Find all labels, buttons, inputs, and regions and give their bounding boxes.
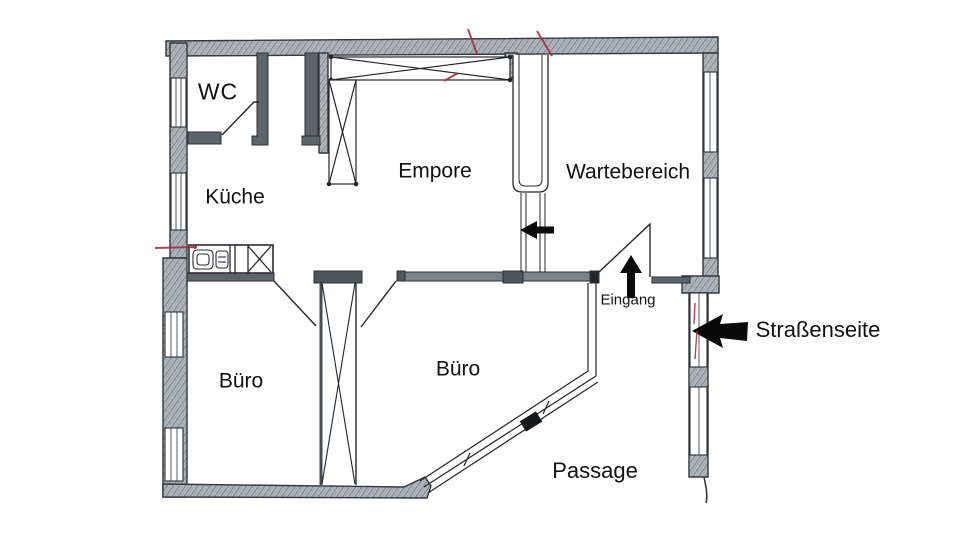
red-mark-kitchen: [154, 246, 197, 249]
empore-entry-arrow-icon: [520, 221, 554, 239]
wall-middle: [396, 271, 599, 282]
direction-arrows: [520, 221, 748, 348]
cross-box-vertical: [326, 79, 359, 187]
empore-cross-boxes: [326, 54, 513, 187]
red-dash-street-2: [694, 330, 698, 360]
wall-right-jog: [681, 275, 720, 294]
red-dash-street-1: [693, 302, 696, 325]
room-label-wc: WC: [197, 78, 239, 105]
inner-walls: [186, 52, 691, 284]
kitchen-counter: [188, 244, 274, 274]
hob-cross: [247, 245, 272, 273]
door-entrance: [598, 222, 651, 277]
office-divider-cross-column: [313, 270, 363, 485]
wall-middle-cap-right: [589, 270, 600, 284]
door-swings: [221, 101, 651, 328]
annotation-label-strassenseite: Straßenseite: [755, 317, 881, 342]
red-mark-kitchen-dot: [193, 245, 197, 249]
door-office-left: [273, 280, 317, 327]
red-tick-beam: [443, 72, 459, 82]
wall-bottom: [162, 476, 432, 499]
wall-wc-right: [251, 52, 269, 146]
mullion-tick-1: [542, 400, 550, 415]
wall-partition-wc-foot: [301, 135, 321, 146]
room-label-empore: Empore: [398, 159, 472, 183]
street-side-arrow-icon: [692, 314, 748, 348]
entrance-up-arrow-icon: [620, 255, 642, 298]
room-label-wartebereich: Wartebereich: [565, 160, 691, 184]
cross-beam-horizontal: [328, 54, 513, 83]
sink: [192, 249, 229, 270]
wall-middle-cap-left: [396, 270, 406, 282]
wall-street-tail: [703, 476, 708, 504]
empore-warte-partition: [512, 55, 549, 272]
window-left-1: [170, 77, 187, 128]
annotation-label-eingang: Eingang: [600, 291, 656, 309]
mullion-tick-2: [463, 452, 471, 467]
red-correction-marks: [154, 28, 698, 360]
window-right-2: [703, 177, 718, 259]
red-slash-top-1: [467, 28, 478, 55]
room-label-kueche: Küche: [205, 185, 265, 209]
window-left-3: [164, 311, 184, 358]
door-office-center: [360, 280, 397, 328]
wall-entrance-jog: [651, 276, 691, 284]
window-street-2: [689, 386, 708, 456]
passage-glass-front: [419, 283, 599, 494]
wall-partition-wc: [304, 52, 319, 137]
wall-top: [165, 36, 719, 57]
windows: [164, 71, 718, 482]
wall-wc-bottom: [187, 131, 222, 145]
window-left-2: [170, 172, 187, 231]
room-label-passage: Passage: [552, 458, 638, 483]
door-wc: [221, 101, 259, 136]
wall-empore-strip: [318, 52, 329, 154]
window-right-1: [703, 71, 718, 153]
wall-middle-cap-center: [502, 270, 524, 284]
window-left-4: [164, 427, 184, 482]
room-label-buero-center: Büro: [435, 357, 481, 381]
passage-door-panel: [519, 411, 543, 432]
room-label-buero-left: Büro: [218, 369, 264, 393]
wall-kitchen-back: [186, 272, 275, 282]
red-slash-top-2: [536, 30, 553, 57]
